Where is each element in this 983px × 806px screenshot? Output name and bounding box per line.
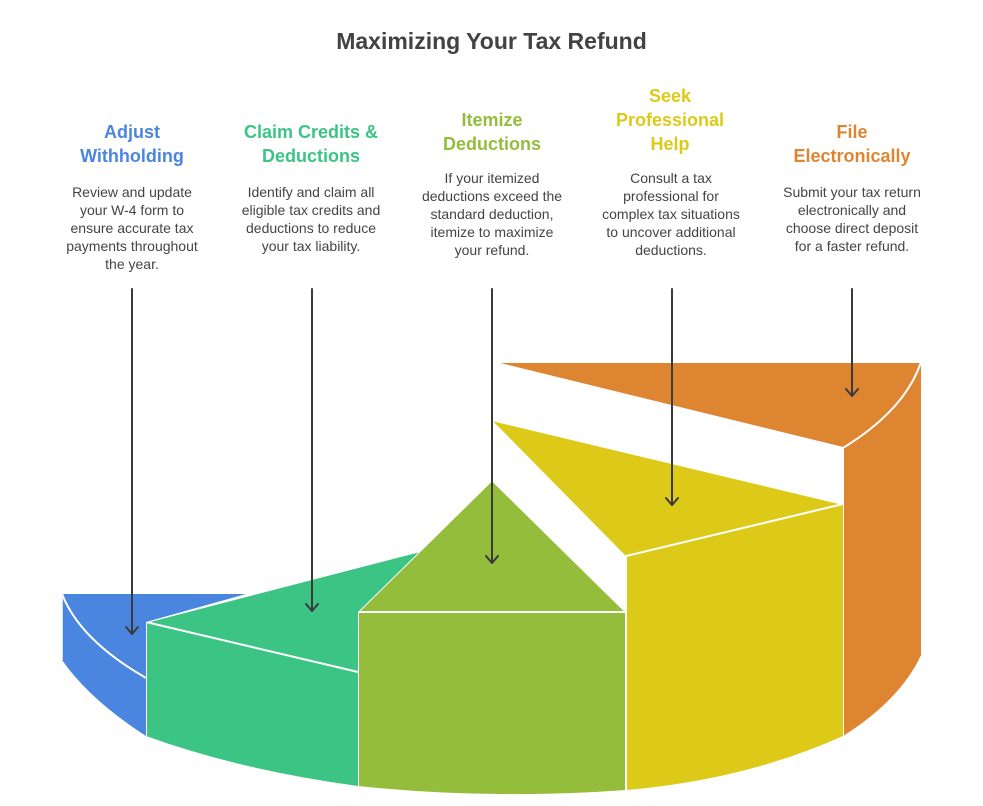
heading-line: File xyxy=(836,122,868,142)
heading-line: Help xyxy=(650,134,690,154)
heading-line: Withholding xyxy=(80,146,184,166)
heading-line: Itemize xyxy=(461,110,523,130)
arrow-file-electronically xyxy=(845,288,859,397)
heading-line: Deductions xyxy=(261,146,360,166)
arrow-claim-credits xyxy=(305,288,319,612)
desc-seek-professional-help: Consult a tax professional for complex t… xyxy=(602,170,740,258)
heading-line: Deductions xyxy=(442,134,541,154)
desc-adjust-withholding: Review and update your W-4 form to ensur… xyxy=(66,184,198,272)
desc-itemize-deductions: If your itemized deductions exceed the s… xyxy=(421,170,563,258)
heading-line: Electronically xyxy=(793,146,911,166)
segment-adjust-withholding xyxy=(61,593,246,736)
heading-line: Professional xyxy=(615,110,725,130)
arrow-seek-professional-help xyxy=(665,288,679,506)
heading-itemize-deductions: Itemize Deductions xyxy=(412,108,572,156)
desc-file-electronically: Submit your tax return electronically an… xyxy=(783,184,921,254)
heading-adjust-withholding: Adjust Withholding xyxy=(52,120,212,168)
arrow-adjust-withholding xyxy=(125,288,139,635)
heading-line: Seek xyxy=(648,86,692,106)
heading-line: Adjust xyxy=(104,122,160,142)
heading-claim-credits: Claim Credits & Deductions xyxy=(226,120,396,168)
heading-seek-professional-help: Seek Professional Help xyxy=(590,84,750,156)
segment-file-electronically xyxy=(491,361,923,736)
diagram-title: Maximizing Your Tax Refund xyxy=(336,28,647,54)
desc-claim-credits: Identify and claim all eligible tax cred… xyxy=(241,184,381,254)
segment-seek-professional-help xyxy=(491,419,844,790)
heading-file-electronically: File Electronically xyxy=(772,120,932,168)
heading-line: Claim Credits & xyxy=(243,122,379,142)
arrow-itemize-deductions xyxy=(485,288,499,564)
